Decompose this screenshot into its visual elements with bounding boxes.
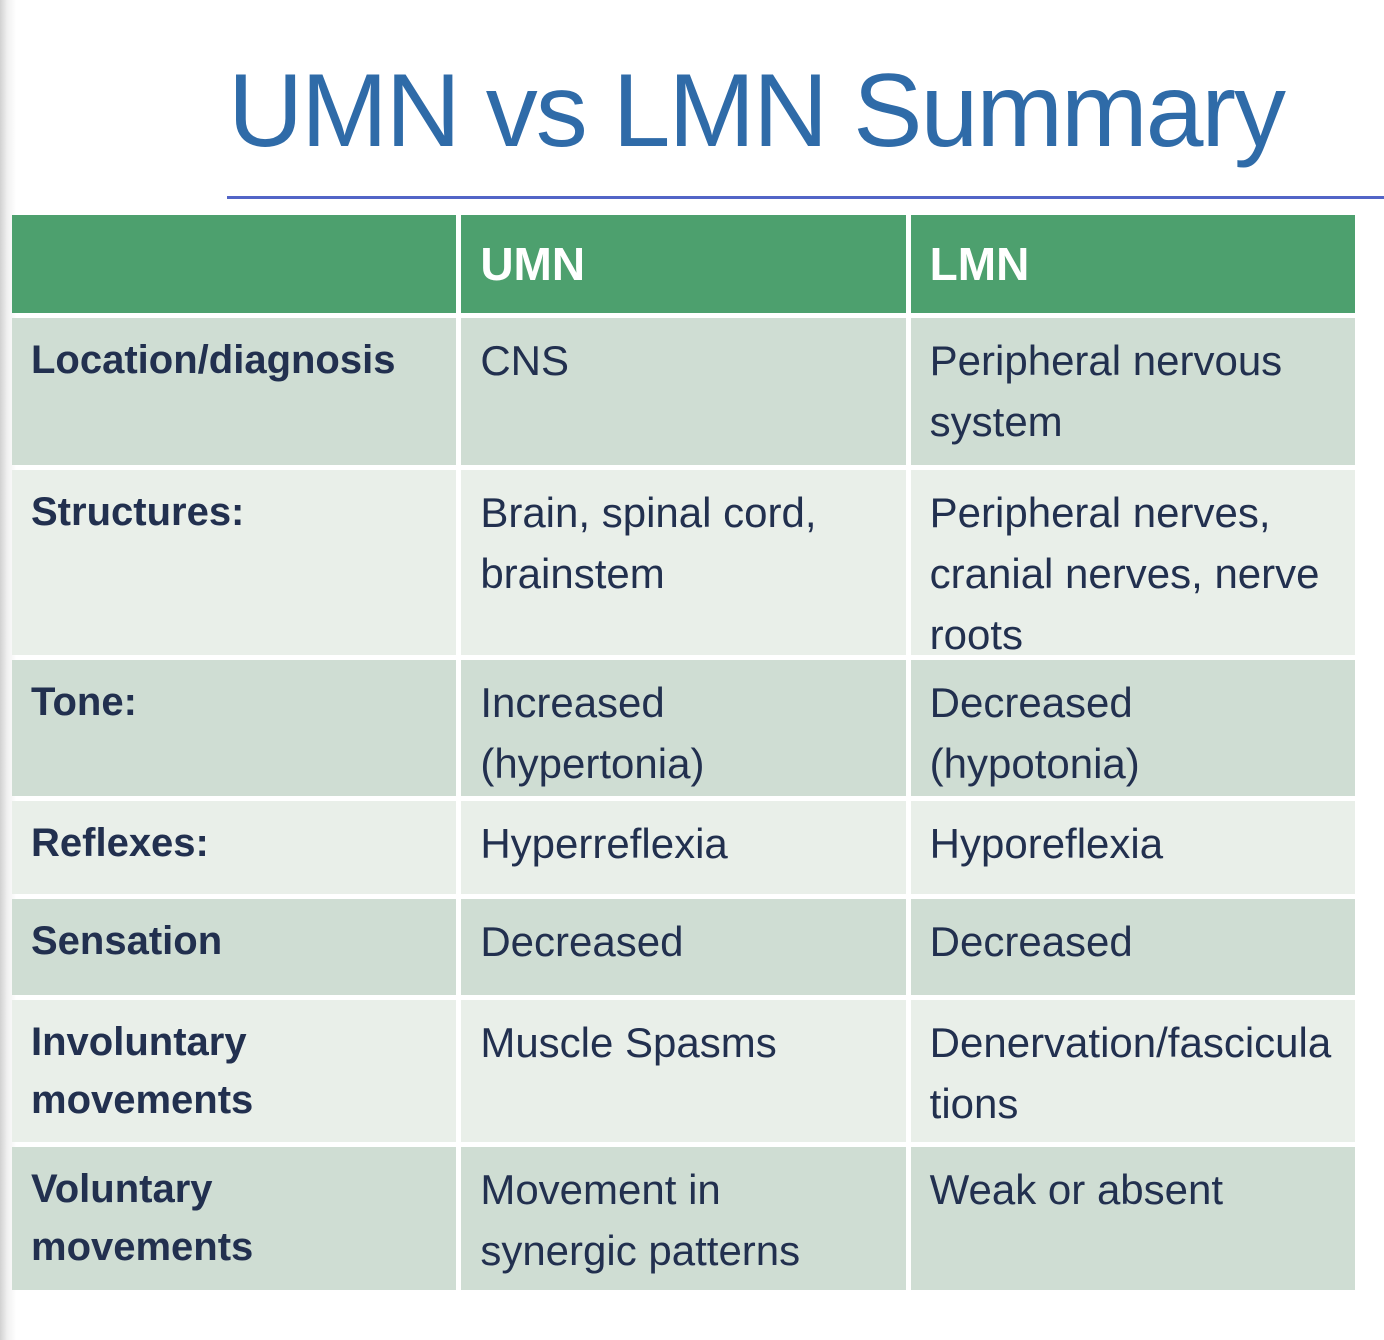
umn-reflexes-cell: Hyperreflexia: [461, 801, 906, 894]
table-header-umn: UMN: [461, 215, 906, 313]
umn-involuntary-movements-cell: Muscle Spasms: [461, 1000, 906, 1142]
umn-structures-cell: Brain, spinal cord, brainstem: [461, 470, 906, 655]
row-label-involuntary-movements: Involuntary movements: [12, 1000, 457, 1142]
lmn-location-cell: Peripheral nervous system: [910, 318, 1355, 465]
lmn-reflexes-cell: Hyporeflexia: [910, 801, 1355, 894]
title-underline: [227, 196, 1384, 199]
umn-lmn-summary-table: UMN LMN Location/diagnosis CNS Periphera…: [12, 215, 1355, 1290]
umn-location-cell: CNS: [461, 318, 906, 465]
umn-voluntary-movements-cell: Movement in synergic patterns: [461, 1147, 906, 1290]
umn-sensation-cell: Decreased: [461, 899, 906, 995]
row-label-structures: Structures:: [12, 470, 457, 655]
row-label-sensation: Sensation: [12, 899, 457, 995]
lmn-structures-cell: Peripheral nerves, cranial nerves, nerve…: [910, 470, 1355, 655]
row-label-tone: Tone:: [12, 660, 457, 796]
lmn-sensation-cell: Decreased: [910, 899, 1355, 995]
lmn-tone-cell: Decreased (hypotonia): [910, 660, 1355, 796]
lmn-voluntary-movements-cell: Weak or absent: [910, 1147, 1355, 1290]
table-header-blank: [12, 215, 457, 313]
umn-tone-cell: Increased (hypertonia): [461, 660, 906, 796]
row-label-voluntary-movements: Voluntary movements: [12, 1147, 457, 1290]
lmn-involuntary-movements-cell: Denervation/fasciculations: [910, 1000, 1355, 1142]
row-label-reflexes: Reflexes:: [12, 801, 457, 894]
row-label-location: Location/diagnosis: [12, 318, 457, 465]
table-header-lmn: LMN: [910, 215, 1355, 313]
slide-title: UMN vs LMN Summary: [228, 53, 1286, 169]
